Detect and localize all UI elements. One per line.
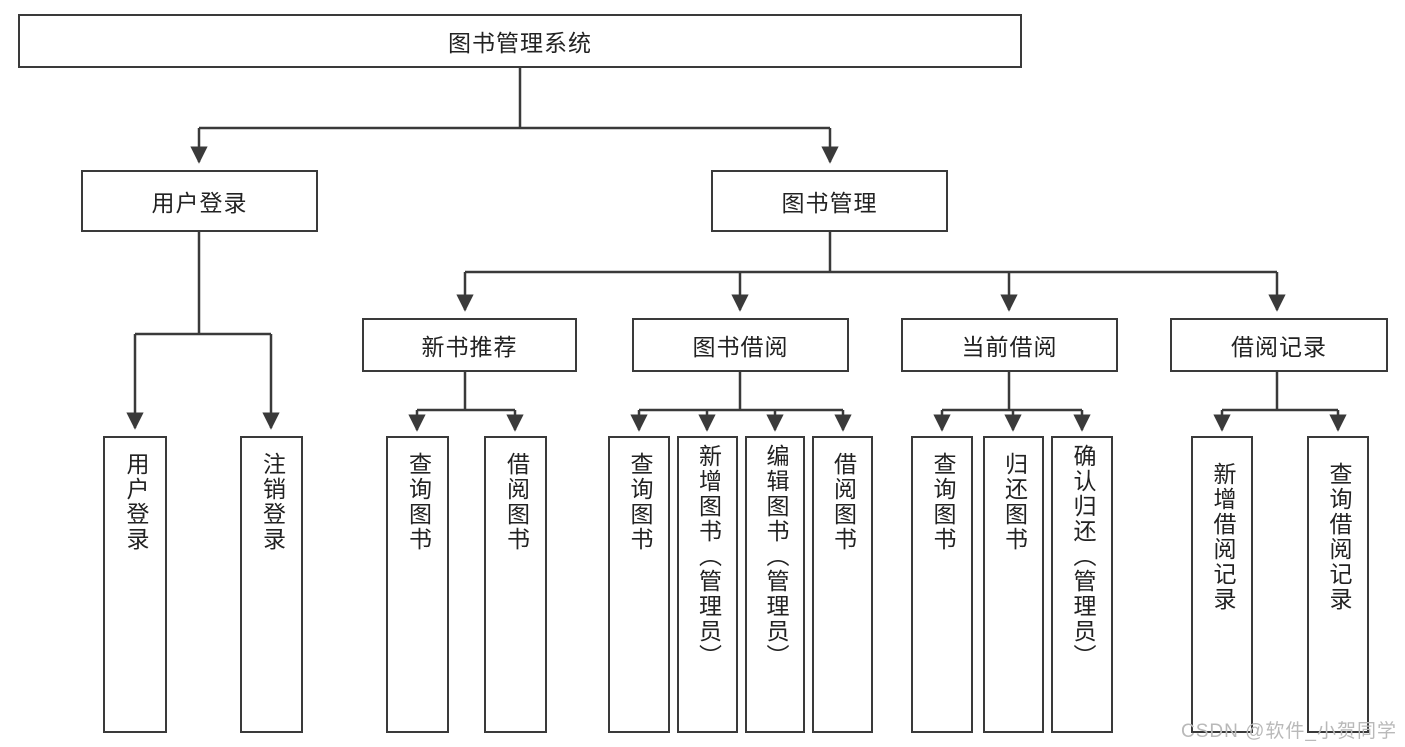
node-leaf-user-login[interactable]: 用户登录 — [103, 436, 167, 733]
node-root-book-management-system[interactable]: 图书管理系统 — [18, 14, 1022, 68]
node-borrow-record-label: 借阅记录 — [1231, 334, 1327, 360]
node-leaf-query-book-3-label: 查询图书 — [929, 452, 956, 552]
node-current-borrow[interactable]: 当前借阅 — [901, 318, 1118, 372]
node-user-login-label: 用户登录 — [151, 190, 248, 216]
node-book-borrow-label: 图书借阅 — [692, 334, 789, 360]
node-leaf-add-borrow-record[interactable]: 新增借阅记录 — [1191, 436, 1253, 733]
watermark-csdn: CSDN @软件_小贺同学 — [1181, 721, 1397, 742]
node-book-manage-label: 图书管理 — [781, 190, 878, 216]
node-leaf-user-login-label: 用户登录 — [122, 452, 149, 552]
node-leaf-query-borrow-record-label: 查询借阅记录 — [1325, 462, 1352, 612]
node-new-book-recommend-label: 新书推荐 — [421, 334, 518, 360]
node-book-borrow[interactable]: 图书借阅 — [632, 318, 849, 372]
node-leaf-borrow-book-1-label: 借阅图书 — [503, 452, 530, 552]
node-leaf-confirm-return-admin-label: 确认归还（管理员） — [1069, 444, 1096, 669]
node-leaf-add-borrow-record-label: 新增借阅记录 — [1209, 462, 1236, 612]
node-leaf-query-book-3[interactable]: 查询图书 — [911, 436, 973, 733]
node-leaf-query-book-1[interactable]: 查询图书 — [386, 436, 449, 733]
node-leaf-user-logout-label: 注销登录 — [259, 452, 286, 552]
node-book-manage[interactable]: 图书管理 — [711, 170, 948, 232]
node-leaf-add-book-admin-label: 新增图书（管理员） — [695, 444, 722, 669]
node-borrow-record[interactable]: 借阅记录 — [1170, 318, 1388, 372]
node-leaf-add-book-admin[interactable]: 新增图书（管理员） — [677, 436, 738, 733]
node-leaf-borrow-book-1[interactable]: 借阅图书 — [484, 436, 547, 733]
node-leaf-return-book[interactable]: 归还图书 — [983, 436, 1044, 733]
node-leaf-return-book-label: 归还图书 — [1001, 452, 1028, 552]
node-root-label: 图书管理系统 — [448, 30, 592, 56]
node-leaf-query-book-1-label: 查询图书 — [405, 452, 432, 552]
node-new-book-recommend[interactable]: 新书推荐 — [362, 318, 577, 372]
node-leaf-confirm-return-admin[interactable]: 确认归还（管理员） — [1051, 436, 1113, 733]
node-leaf-borrow-book-2[interactable]: 借阅图书 — [812, 436, 873, 733]
node-leaf-edit-book-admin-label: 编辑图书（管理员） — [762, 444, 789, 669]
node-user-login[interactable]: 用户登录 — [81, 170, 318, 232]
node-leaf-edit-book-admin[interactable]: 编辑图书（管理员） — [745, 436, 805, 733]
node-current-borrow-label: 当前借阅 — [961, 334, 1058, 360]
node-leaf-query-book-2[interactable]: 查询图书 — [608, 436, 670, 733]
node-leaf-user-logout[interactable]: 注销登录 — [240, 436, 303, 733]
node-leaf-query-book-2-label: 查询图书 — [626, 452, 653, 552]
node-leaf-query-borrow-record[interactable]: 查询借阅记录 — [1307, 436, 1369, 733]
node-leaf-borrow-book-2-label: 借阅图书 — [830, 452, 857, 552]
